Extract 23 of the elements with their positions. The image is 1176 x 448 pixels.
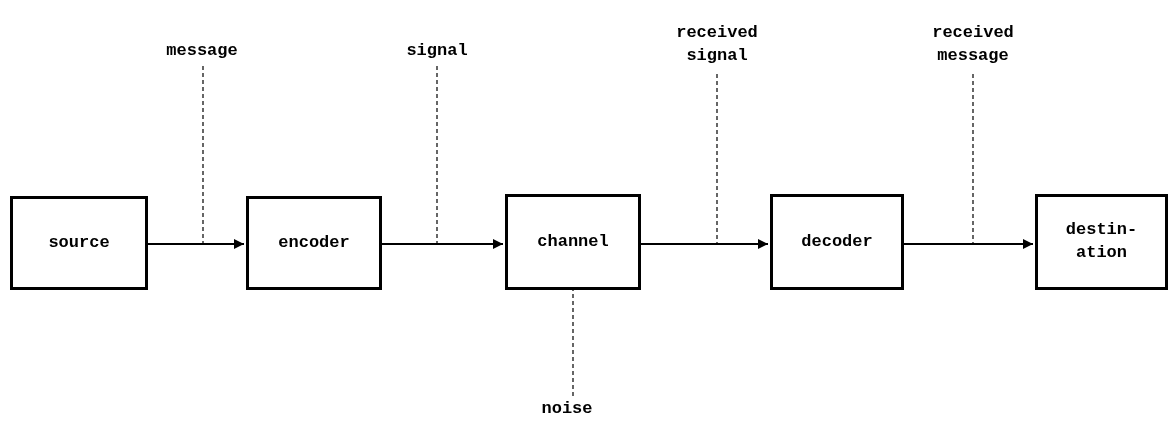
box-label: source [47,231,111,254]
leader-line [202,65,204,245]
arrow [640,239,769,249]
process-box [505,194,641,290]
process-box [10,196,148,290]
process-box [770,194,904,290]
process-box [246,196,382,290]
signal-label: received signal [660,18,774,72]
leader-line [972,73,974,245]
signal-label: message [150,38,254,64]
leader-line [436,65,438,245]
box-label: channel [536,230,610,253]
signal-label: received message [915,18,1031,72]
box-label: destin- ation [1064,219,1139,264]
arrow [903,239,1034,249]
signal-label: noise [530,396,604,422]
arrow [147,239,245,249]
box-label: encoder [277,231,351,254]
arrow [381,239,504,249]
signal-label: signal [390,38,484,64]
process-box [1035,194,1168,290]
leader-line [716,73,718,245]
box-label: decoder [800,230,874,253]
